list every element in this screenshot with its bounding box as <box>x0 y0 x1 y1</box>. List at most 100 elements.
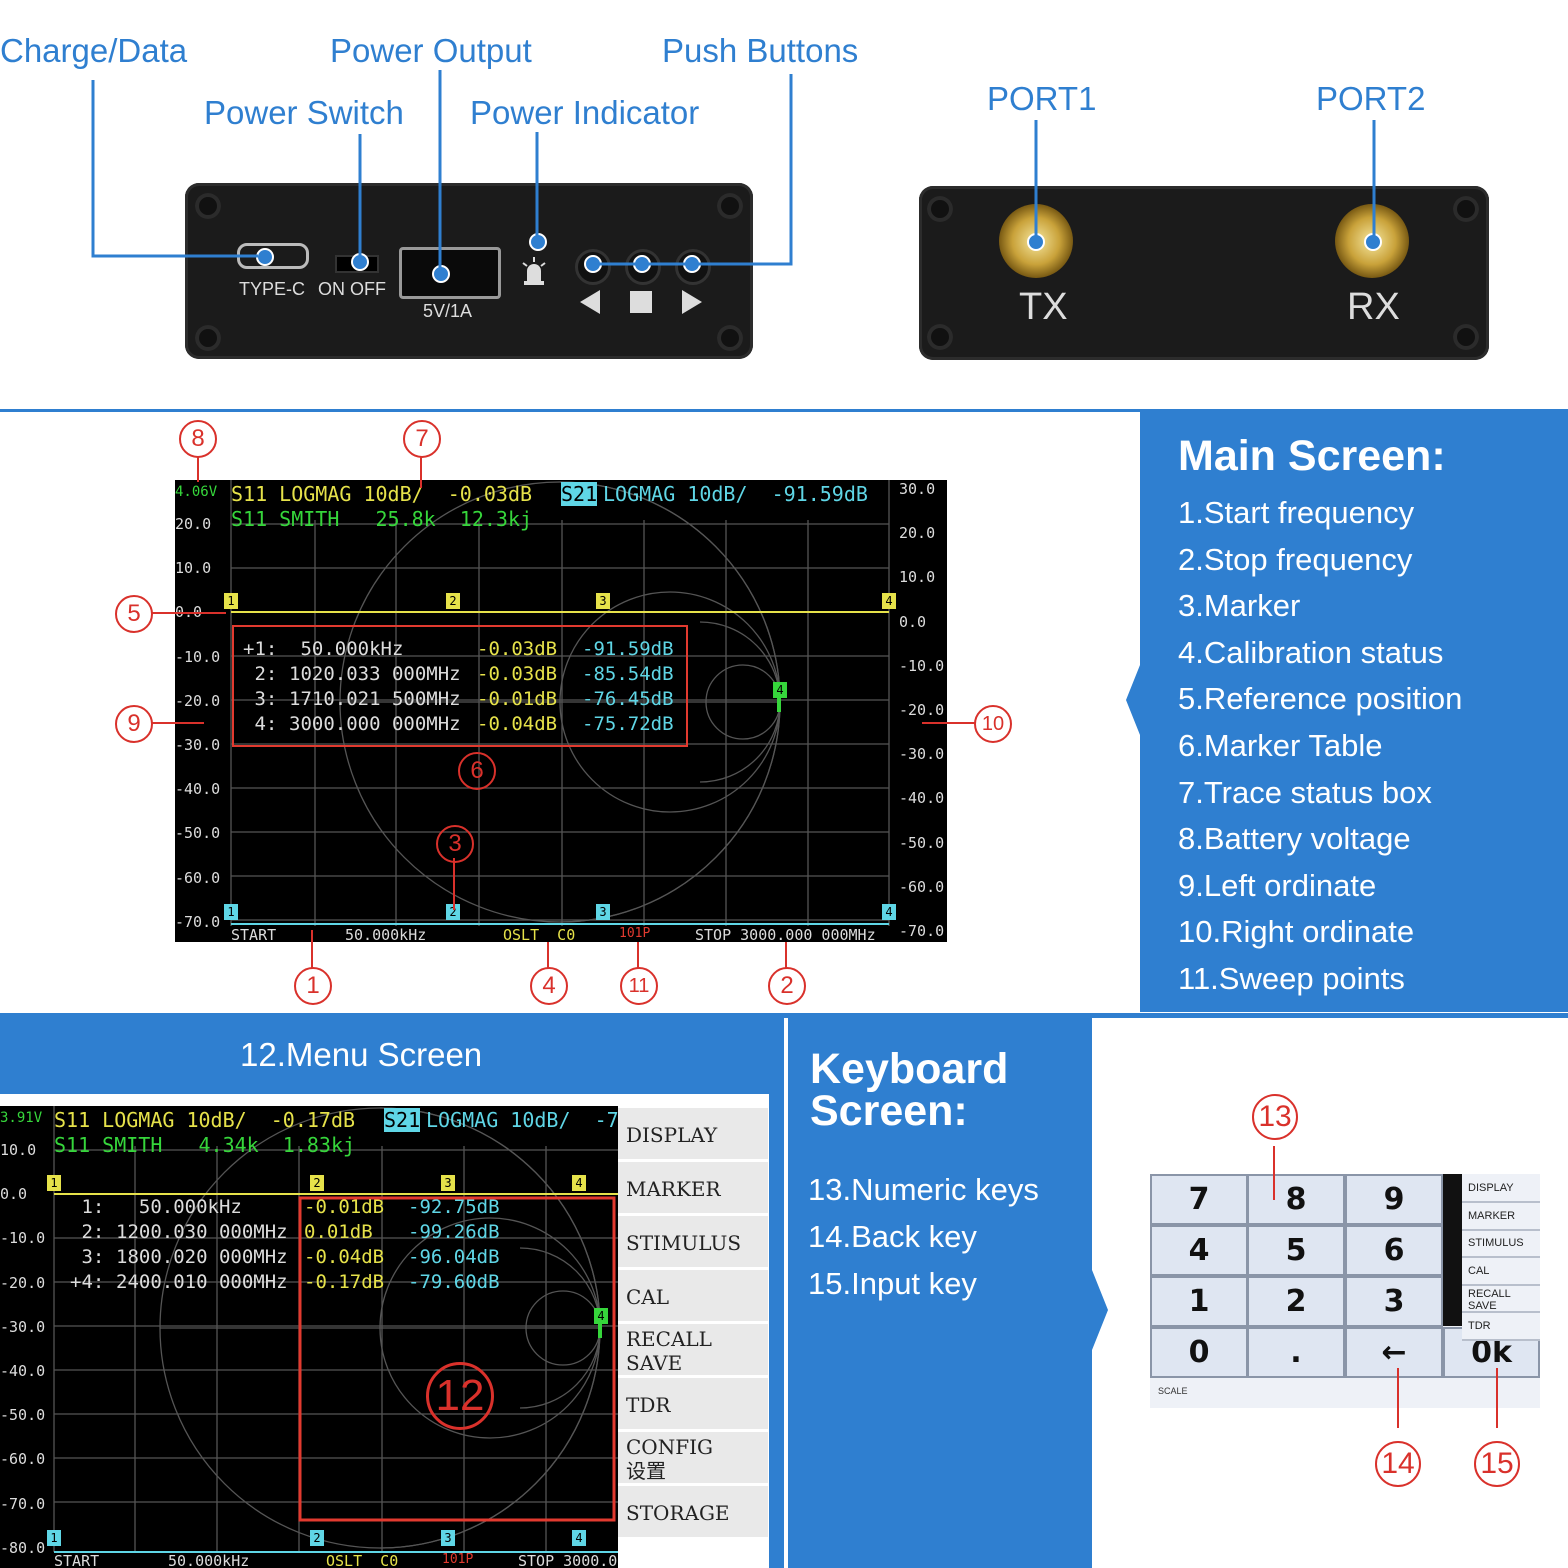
menu-left-tick-label: -60.0 <box>0 1450 46 1469</box>
right-tick-label: 20.0 <box>899 524 936 543</box>
keyboard-menu-item[interactable]: STIMULUS <box>1462 1231 1540 1258</box>
menu-item-recall[interactable]: RECALL SAVE <box>618 1324 768 1378</box>
key-6[interactable]: 6 <box>1345 1225 1443 1276</box>
callout-4-marker: 4 <box>530 967 568 1005</box>
trace1-status: S11 LOGMAG 10dB/ -0.03dB <box>231 482 533 506</box>
main-screen-item: 1.Start frequency <box>1178 495 1415 530</box>
charge-data-callout: Charge/Data <box>0 32 188 69</box>
start-frequency: 50.000kHz <box>345 926 427 942</box>
main-screen-item: 2.Stop frequency <box>1178 541 1413 577</box>
smith-marker-flag: 4 <box>594 1308 608 1324</box>
marker-2-flag: 2 <box>446 904 460 920</box>
marker-3-flag: 3 <box>596 593 610 609</box>
key-back[interactable]: ← <box>1345 1327 1443 1378</box>
main-screen-item: 7.Trace status box <box>1178 774 1432 810</box>
left-tick-label: -10.0 <box>175 647 221 666</box>
marker-row-frequency: 3000.000 000MHz <box>289 713 461 735</box>
keyboard-menu-item[interactable]: DISPLAY <box>1462 1176 1540 1203</box>
menu-screen-header: 12.Menu Screen <box>0 1018 784 1094</box>
menu-marker-row-id: +4: <box>70 1271 105 1293</box>
callout-12-marker: 12 <box>426 1362 494 1430</box>
marker-3-flag: 3 <box>441 1530 455 1546</box>
key-7[interactable]: 7 <box>1150 1174 1248 1225</box>
push-buttons-callout: Push Buttons <box>662 32 859 69</box>
trace3-status: LOGMAG 10dB/ -91.59dB <box>603 482 868 506</box>
marker-1-flag: 1 <box>224 904 238 920</box>
indicator-light-icon <box>522 257 546 285</box>
key-1[interactable]: 1 <box>1150 1276 1248 1327</box>
right-tick-label: -30.0 <box>899 745 945 764</box>
menu-item-storage[interactable]: STORAGE <box>618 1486 768 1540</box>
left-tick-label: 20.0 <box>175 515 212 533</box>
keyboard-menu-item[interactable]: RECALL SAVE <box>1462 1286 1540 1313</box>
menu-marker-row-s21: -96.04dB <box>408 1246 500 1268</box>
key-5[interactable]: 5 <box>1247 1225 1345 1276</box>
key-9[interactable]: 9 <box>1345 1174 1443 1225</box>
key-8[interactable]: 8 <box>1247 1174 1345 1225</box>
menu-left-tick-label: -30.0 <box>0 1317 46 1336</box>
typec-label: TYPE-C <box>239 279 306 299</box>
marker-row-frequency: 1710.021 500MHz <box>289 688 461 710</box>
screw-icon <box>1453 324 1479 350</box>
port2-callout: PORT2 <box>1316 80 1426 117</box>
usb-label: 5V/1A <box>423 301 473 321</box>
screw-icon <box>195 325 221 351</box>
key-2[interactable]: 2 <box>1247 1276 1345 1327</box>
menu-item-display[interactable]: DISPLAY <box>618 1108 768 1162</box>
callout-3-marker: 3 <box>436 825 474 863</box>
callout-14-marker: 14 <box>1375 1441 1421 1487</box>
marker-3-flag: 3 <box>596 904 610 920</box>
device-left-face: TYPE-C ON OFF 5V/1A <box>185 183 753 359</box>
menu-marker-row-s11: -0.01dB <box>304 1196 385 1218</box>
key-dot[interactable]: . <box>1247 1327 1345 1378</box>
menu-left-tick-label: -10.0 <box>0 1229 46 1248</box>
keyboard-menu-item[interactable]: CAL <box>1462 1258 1540 1286</box>
menu-battery-voltage: 3.91V <box>0 1110 43 1126</box>
device-right-face: TX RX <box>919 186 1489 360</box>
menu-marker-row-id: 2: <box>70 1221 105 1243</box>
marker-1-flag: 1 <box>47 1530 61 1546</box>
keyboard-menu-item[interactable]: TDR <box>1462 1313 1540 1341</box>
off-label: OFF <box>350 279 386 299</box>
keyboard-menu-item[interactable]: MARKER <box>1462 1203 1540 1231</box>
marker-row-s11: -0.03dB <box>477 663 558 685</box>
right-tick-label: -20.0 <box>899 701 945 719</box>
left-tick-label: -30.0 <box>175 736 221 754</box>
menu-item-tdr[interactable]: TDR <box>618 1378 768 1432</box>
menu-marker-row-s11: -0.04dB <box>304 1246 385 1268</box>
callout-1-marker: 1 <box>294 967 332 1005</box>
key-0[interactable]: 0 <box>1150 1327 1248 1378</box>
rx-label: RX <box>1347 286 1400 328</box>
screw-icon <box>927 324 953 350</box>
menu-trace3-tag: S21 <box>384 1108 421 1132</box>
menu-item-stimulus[interactable]: STIMULUS <box>618 1216 768 1270</box>
callout-8-marker: 8 <box>179 420 217 458</box>
menu-item-cal[interactable]: CAL <box>618 1270 768 1324</box>
menu-marker-row-id: 3: <box>70 1246 105 1268</box>
start-label: START <box>231 926 277 942</box>
power-indicator-callout: Power Indicator <box>470 94 700 131</box>
marker-row-s21: -91.59dB <box>582 638 674 660</box>
marker-row-id: 4: <box>243 713 278 735</box>
on-label: ON <box>318 279 345 299</box>
left-tick-label: -20.0 <box>175 691 221 710</box>
menu-item-marker[interactable]: MARKER <box>618 1162 768 1216</box>
marker-2-flag: 2 <box>446 593 460 609</box>
key-3[interactable]: 3 <box>1345 1276 1443 1327</box>
screw-icon <box>1453 196 1479 222</box>
marker-4-flag: 4 <box>882 593 896 609</box>
main-screen-item: 5.Reference position <box>1178 681 1463 717</box>
main-screen-item: 10.Right ordinate <box>1178 914 1415 950</box>
menu-item-config[interactable]: CONFIG 设置 <box>618 1432 768 1486</box>
main-screen-item: 11.Sweep points <box>1178 960 1405 996</box>
panel-pointer <box>1092 1270 1108 1350</box>
main-screen-lcd: 4.06V S11 LOGMAG 10dB/ -0.03dB S11 SMITH… <box>175 480 947 942</box>
callout-5-marker: 5 <box>115 595 153 633</box>
marker-row-frequency: 50.000kHz <box>289 638 404 660</box>
marker-2-flag: 2 <box>310 1530 324 1546</box>
main-screen-item: 8.Battery voltage <box>1178 821 1411 857</box>
keyboard-item: 14.Back key <box>808 1219 977 1254</box>
menu-trace3-status: LOGMAG 10dB/ -79 <box>426 1108 618 1132</box>
